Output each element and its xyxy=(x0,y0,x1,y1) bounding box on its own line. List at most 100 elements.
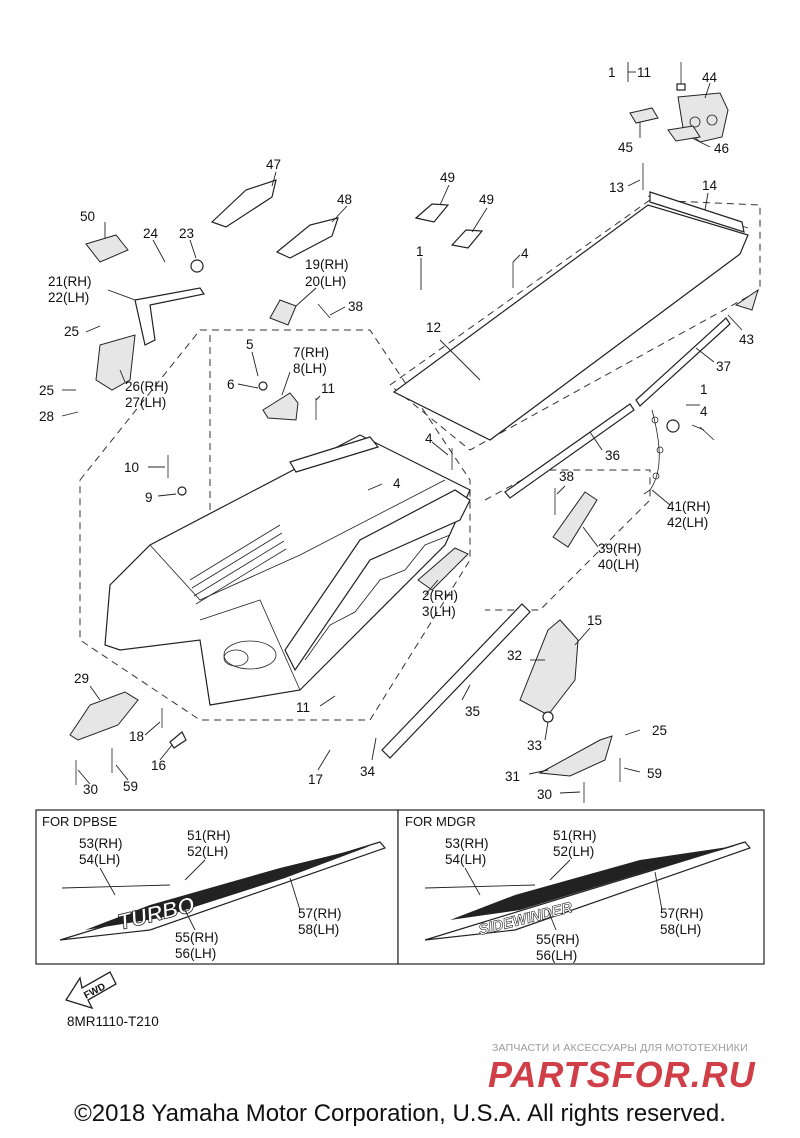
callout-38b: 38 xyxy=(559,469,574,484)
callout-36: 36 xyxy=(605,448,620,463)
bracket-21-22 xyxy=(134,287,205,346)
svg-text:55(RH): 55(RH) xyxy=(175,930,219,945)
callout-39-rh: 39(RH) xyxy=(598,541,642,556)
callout-35: 35 xyxy=(465,704,480,719)
callout-59a: 59 xyxy=(123,779,138,794)
cap-50 xyxy=(85,234,129,263)
fwd-label: FWD xyxy=(82,981,107,1001)
callout-4a: 4 xyxy=(521,246,529,261)
callout-29: 29 xyxy=(74,671,89,686)
callout-4b: 4 xyxy=(700,404,708,419)
decal-panel-mdgr: FOR MDGR SIDEWINDER 53(RH) 54(LH) 51(RH)… xyxy=(397,809,765,965)
pad-49-a xyxy=(414,203,450,223)
pad-47 xyxy=(210,179,277,228)
callout-15: 15 xyxy=(587,613,602,628)
callout-33: 33 xyxy=(527,738,542,753)
decal-panel-dpbse: FOR DPBSE TURBO 53(RH) 54(LH) 51(RH) 52(… xyxy=(35,809,399,965)
rail-14 xyxy=(649,191,745,233)
callout-19-rh: 19(RH) xyxy=(305,257,349,272)
tunnel-extension-12 xyxy=(392,195,749,441)
svg-text:57(RH): 57(RH) xyxy=(298,906,342,921)
callout-1c: 1 xyxy=(700,382,708,397)
callout-11: 11 xyxy=(637,65,651,80)
callout-50: 50 xyxy=(80,209,95,224)
callout-2-rh: 2(RH) xyxy=(422,588,458,603)
fwd-arrow-icon: FWD xyxy=(64,971,117,1010)
bolt-11-top xyxy=(676,62,686,91)
svg-text:51(RH): 51(RH) xyxy=(553,828,597,843)
callout-25b: 25 xyxy=(39,383,54,398)
callout-1: 1 xyxy=(608,65,616,80)
rail-36 xyxy=(504,403,635,499)
flap-43 xyxy=(734,288,759,311)
bracket-2-3 xyxy=(417,547,469,591)
callout-4d: 4 xyxy=(393,476,401,491)
callout-4c: 4 xyxy=(425,431,433,446)
bracket-19-20 xyxy=(269,299,297,326)
callout-43: 43 xyxy=(739,332,754,347)
panel-title-dpbse: FOR DPBSE xyxy=(42,814,117,829)
pad-49-b xyxy=(450,229,484,249)
callout-6: 6 xyxy=(227,377,235,392)
callout-8-lh: 8(LH) xyxy=(293,361,327,376)
callout-47: 47 xyxy=(266,157,281,172)
callout-11b: 11 xyxy=(321,381,335,396)
rail-37 xyxy=(635,317,731,407)
callout-37: 37 xyxy=(716,359,731,374)
callout-42-lh: 42(LH) xyxy=(667,515,708,530)
fasteners xyxy=(75,163,715,803)
callout-1b: 1 xyxy=(416,244,424,259)
bracket-26-27 xyxy=(95,334,136,391)
callout-46: 46 xyxy=(714,141,729,156)
svg-text:54(LH): 54(LH) xyxy=(445,852,486,867)
callout-32: 32 xyxy=(507,648,522,663)
callout-49b: 49 xyxy=(479,192,494,207)
callout-49a: 49 xyxy=(440,170,455,185)
callout-21-rh: 21(RH) xyxy=(48,274,92,289)
pad-45 xyxy=(629,107,659,124)
pad-46 xyxy=(667,125,701,142)
side-guard-39-40 xyxy=(552,491,598,548)
callout-30b: 30 xyxy=(537,787,552,802)
bracket-7-8 xyxy=(262,392,299,421)
svg-text:56(LH): 56(LH) xyxy=(536,948,577,963)
callout-40-lh: 40(LH) xyxy=(598,557,639,572)
callout-11c: 11 xyxy=(296,700,310,715)
callout-26-rh: 26(RH) xyxy=(125,379,169,394)
callout-24: 24 xyxy=(143,226,159,241)
callout-45: 45 xyxy=(618,140,633,155)
svg-text:58(LH): 58(LH) xyxy=(660,922,701,937)
leader-lines xyxy=(61,62,743,794)
watermark-logo: PARTSFOR.RU xyxy=(488,1054,756,1095)
svg-text:56(LH): 56(LH) xyxy=(175,946,216,961)
svg-text:52(LH): 52(LH) xyxy=(187,844,228,859)
callout-20-lh: 20(LH) xyxy=(305,274,346,289)
reference-code: 8MR1110-T210 xyxy=(67,1014,159,1029)
skid-31 xyxy=(538,735,613,777)
callout-7-rh: 7(RH) xyxy=(293,345,329,360)
callout-9: 9 xyxy=(145,490,153,505)
callout-16: 16 xyxy=(151,758,166,773)
callout-12: 12 xyxy=(426,320,441,335)
callout-13: 13 xyxy=(609,180,624,195)
svg-text:53(RH): 53(RH) xyxy=(79,836,123,851)
svg-text:51(RH): 51(RH) xyxy=(187,828,231,843)
callout-3-lh: 3(LH) xyxy=(422,604,456,619)
callout-25c: 25 xyxy=(652,723,667,738)
panel-title-mdgr: FOR MDGR xyxy=(405,814,476,829)
copyright-notice: ©2018 Yamaha Motor Corporation, U.S.A. A… xyxy=(74,1100,726,1127)
callout-23: 23 xyxy=(179,226,194,241)
svg-text:53(RH): 53(RH) xyxy=(445,836,489,851)
callout-28: 28 xyxy=(39,409,54,424)
callout-41-rh: 41(RH) xyxy=(667,499,711,514)
callout-59b: 59 xyxy=(647,766,662,781)
plate-32 xyxy=(519,619,579,716)
callout-30a: 30 xyxy=(83,782,98,797)
skid-29 xyxy=(69,691,139,741)
callout-48: 48 xyxy=(337,192,352,207)
callout-14: 14 xyxy=(702,178,718,193)
tube-35 xyxy=(381,603,531,759)
callout-27-lh: 27(LH) xyxy=(125,395,166,410)
truss-2-3 xyxy=(284,489,471,672)
